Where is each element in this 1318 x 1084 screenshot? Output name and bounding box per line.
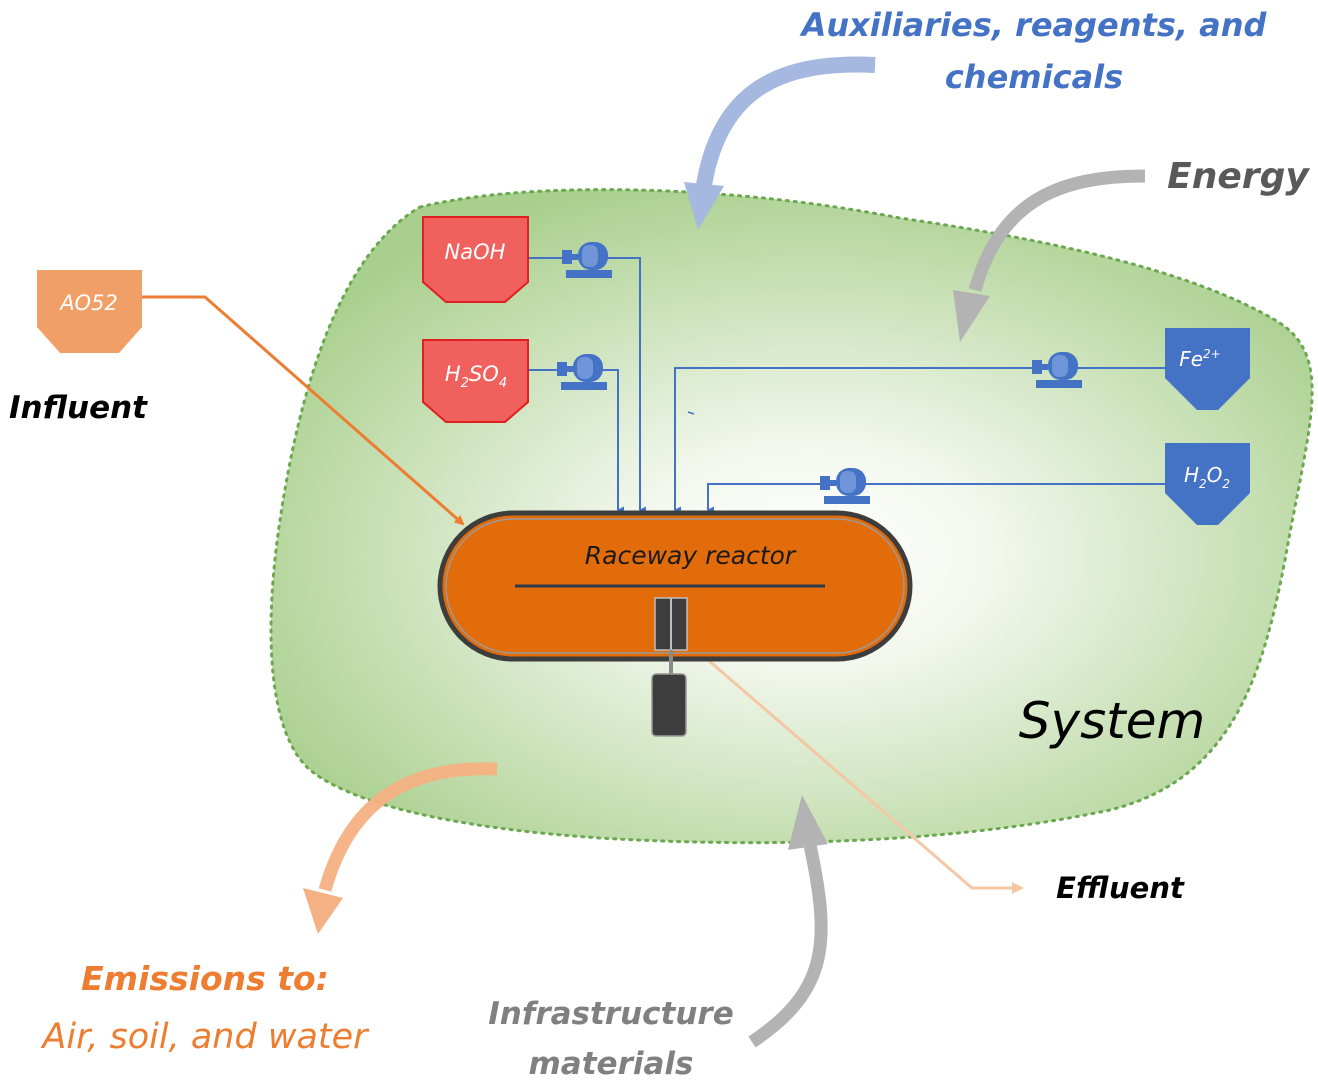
tank-h2so4 (422, 339, 529, 423)
reactor-inner-border (445, 518, 905, 654)
tank-fe (1165, 328, 1250, 410)
energy-arrow (968, 169, 1146, 292)
effluent-line (707, 658, 1024, 894)
emissions-arrow (318, 762, 498, 892)
fe-sup: 2+ (1203, 347, 1221, 361)
energy-arrowhead (953, 290, 990, 342)
tank-naoh (422, 216, 529, 303)
small-mark (687, 411, 695, 415)
paddle-wheel-icon (651, 597, 688, 737)
influent-line (142, 295, 465, 526)
energy-label: Energy (1167, 156, 1310, 197)
auxiliaries-arrowhead (684, 182, 724, 230)
h2so4-sub2: 4 (499, 376, 507, 391)
fe-base: Fe (1179, 347, 1203, 371)
emissions-title: Emissions to: (81, 959, 329, 998)
h2o2-sub1: 2 (1199, 477, 1207, 491)
h2o2-h: H (1184, 463, 1199, 487)
auxiliaries-label-line2: chemicals (945, 58, 1123, 96)
tank-label-naoh: NaOH (445, 240, 506, 264)
tank-label-fe: Fe2+ (1179, 347, 1221, 371)
h2so4-sub1: 2 (461, 376, 469, 391)
effluent-label: Effluent (1056, 871, 1185, 905)
tank-label-ao52: AO52 (58, 291, 118, 315)
emissions-detail: Air, soil, and water (40, 1017, 370, 1057)
influent-label: Influent (9, 390, 148, 426)
h2so4-h: H (445, 362, 461, 386)
tank-label-h2so4: H2SO4 (445, 362, 507, 391)
tank-h2o2 (1165, 443, 1250, 525)
reactor-label: Raceway reactor (585, 541, 797, 570)
system-label: System (1019, 692, 1205, 750)
h2o2-sub2: 2 (1222, 477, 1230, 491)
h2so4-so: SO (469, 362, 499, 386)
emissions-arrowhead (303, 888, 343, 934)
tank-ao52 (37, 270, 142, 353)
auxiliaries-label-line1: Auxiliaries, reagents, and (799, 6, 1268, 44)
h2o2-o: O (1207, 463, 1223, 487)
tank-label-h2o2: H2O2 (1184, 463, 1230, 491)
infrastructure-arrowhead (788, 795, 828, 850)
infrastructure-label-line2: materials (529, 1046, 694, 1082)
infrastructure-arrow (748, 843, 828, 1048)
auxiliaries-arrow (696, 56, 876, 187)
infrastructure-label-line1: Infrastructure (488, 996, 734, 1032)
